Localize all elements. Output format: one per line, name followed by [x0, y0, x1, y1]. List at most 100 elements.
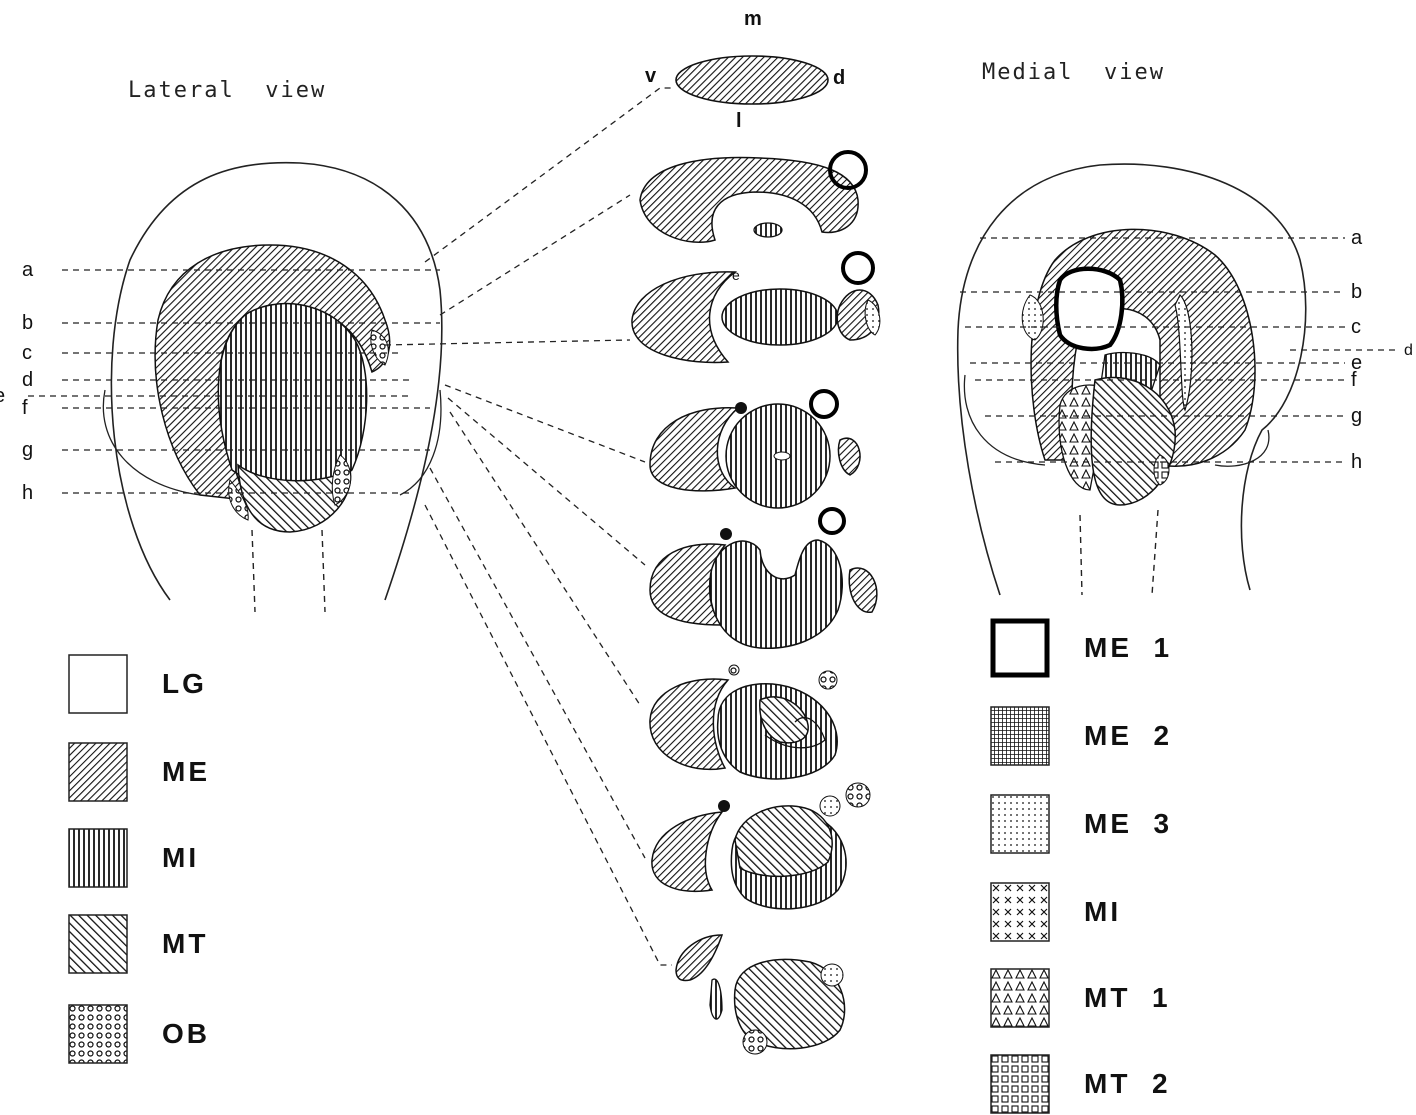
- section-d-me-right: [849, 568, 877, 612]
- legend-swatch-dots: [990, 794, 1050, 854]
- section-b-me-left: [632, 272, 735, 363]
- section-g: [676, 935, 845, 1054]
- section-marker-label: e: [732, 267, 740, 283]
- section-a-mi: [754, 223, 782, 237]
- section-c-me-left: [650, 408, 738, 491]
- orientation-top-label: m: [744, 8, 762, 30]
- medial-view-title: Medial view: [982, 60, 1165, 85]
- legend-item-me-1: ME 1: [990, 618, 1172, 678]
- legend-swatch-diag-fine: [68, 742, 128, 802]
- medial-me1-box: [1056, 269, 1122, 349]
- connector-d: [448, 398, 645, 565]
- lateral-stem-line-right: [322, 530, 325, 612]
- section-d: [650, 509, 877, 648]
- legend-label: MT 2: [1084, 1068, 1171, 1100]
- section-c-me1-ring: [811, 391, 837, 417]
- legend-swatch-diag-coarse: [68, 914, 128, 974]
- lateral-level-label-f: f: [22, 397, 28, 419]
- connector-a: [440, 195, 630, 315]
- legend-label: MT: [162, 928, 208, 960]
- connector-g: [425, 505, 672, 965]
- legend-label: MI: [1084, 896, 1121, 928]
- legend-label: ME 1: [1084, 632, 1172, 664]
- section-f-dot: [718, 800, 730, 812]
- legend-label: ME: [162, 756, 210, 788]
- legend-swatch-squares: [990, 1054, 1050, 1114]
- lateral-level-label-a: a: [22, 259, 34, 281]
- connector-orientation: [425, 88, 675, 262]
- legend-swatch-blank: [68, 654, 128, 714]
- medial-stem-line-right: [1152, 510, 1158, 595]
- orientation-bottom-label: l: [736, 110, 742, 132]
- section-c: [650, 391, 860, 508]
- medial-level-label-c: c: [1351, 316, 1361, 338]
- legend-swatch-vertical: [68, 828, 128, 888]
- section-b-mi: [722, 289, 838, 345]
- legend-item-lg: LG: [68, 654, 207, 714]
- section-g-me: [676, 935, 722, 981]
- legend-item-ob: OB: [68, 1004, 210, 1064]
- section-e-ob: [819, 671, 837, 689]
- lateral-level-label-g: g: [22, 439, 33, 461]
- legend-item-me-3: ME 3: [990, 794, 1172, 854]
- medial-level-label-h: h: [1351, 451, 1362, 473]
- section-e-me-left: [650, 679, 728, 769]
- section-g-mi-sliver: [710, 979, 722, 1019]
- medial-level-label-d: d: [1404, 342, 1413, 359]
- legend-label: ME 3: [1084, 808, 1172, 840]
- lateral-view-title: Lateral view: [128, 78, 326, 103]
- legend-swatch-triangles: [990, 968, 1050, 1028]
- lateral-level-label-e: e: [0, 385, 5, 407]
- lateral-level-label-b: b: [22, 312, 33, 334]
- legend-swatch-grid: [990, 706, 1050, 766]
- medial-level-label-f: f: [1351, 369, 1357, 391]
- medial-stem-line-left: [1080, 515, 1082, 595]
- section-c-canal: [774, 452, 790, 460]
- orientation-right-label: d: [833, 67, 845, 89]
- section-c-dot: [735, 402, 747, 414]
- section-f-mt: [735, 806, 832, 877]
- orientation-key: m v d l: [645, 8, 845, 132]
- legend-item-me: ME: [68, 742, 210, 802]
- section-c-me-right: [838, 438, 860, 475]
- section-d-me1-ring: [820, 509, 844, 533]
- section-f: [652, 783, 870, 909]
- legend-label: OB: [162, 1018, 210, 1050]
- lateral-level-label-h: h: [22, 482, 33, 504]
- lateral-level-label-c: c: [22, 342, 32, 364]
- legend-item-mi: MI: [990, 882, 1121, 942]
- legend-item-mt-1: MT 1: [990, 968, 1171, 1028]
- legend-label: ME 2: [1084, 720, 1172, 752]
- legend-swatch-circles: [68, 1004, 128, 1064]
- section-b-me1-ring: [843, 253, 873, 283]
- medial-level-label-b: b: [1351, 281, 1362, 303]
- section-b: e: [632, 253, 880, 363]
- legend-item-mi: MI: [68, 828, 199, 888]
- legend-item-mt: MT: [68, 914, 208, 974]
- legend-label: MI: [162, 842, 199, 874]
- section-a-me: [640, 157, 858, 242]
- connector-e: [450, 412, 640, 705]
- legend-swatch-crosses: [990, 882, 1050, 942]
- medial-level-label-g: g: [1351, 405, 1362, 427]
- orientation-section: [676, 56, 828, 104]
- section-f-ob: [846, 783, 870, 807]
- medial-level-label-a: a: [1351, 227, 1363, 249]
- connector-b: [385, 340, 630, 345]
- section-e-dot: [729, 665, 739, 675]
- section-g-me3: [821, 964, 843, 986]
- orientation-left-label: v: [645, 65, 657, 87]
- lateral-stem-line-left: [252, 530, 255, 612]
- lateral-level-label-d: d: [22, 369, 33, 391]
- section-f-me3: [820, 796, 840, 816]
- legend-label: LG: [162, 668, 207, 700]
- legend-swatch-thick-border: [990, 618, 1050, 678]
- legend-item-me-2: ME 2: [990, 706, 1172, 766]
- legend-label: MT 1: [1084, 982, 1171, 1014]
- section-connectors: [385, 88, 675, 965]
- section-d-mi: [710, 540, 842, 648]
- lateral-view: [103, 163, 442, 612]
- section-a: [640, 152, 866, 242]
- section-d-dot: [720, 528, 732, 540]
